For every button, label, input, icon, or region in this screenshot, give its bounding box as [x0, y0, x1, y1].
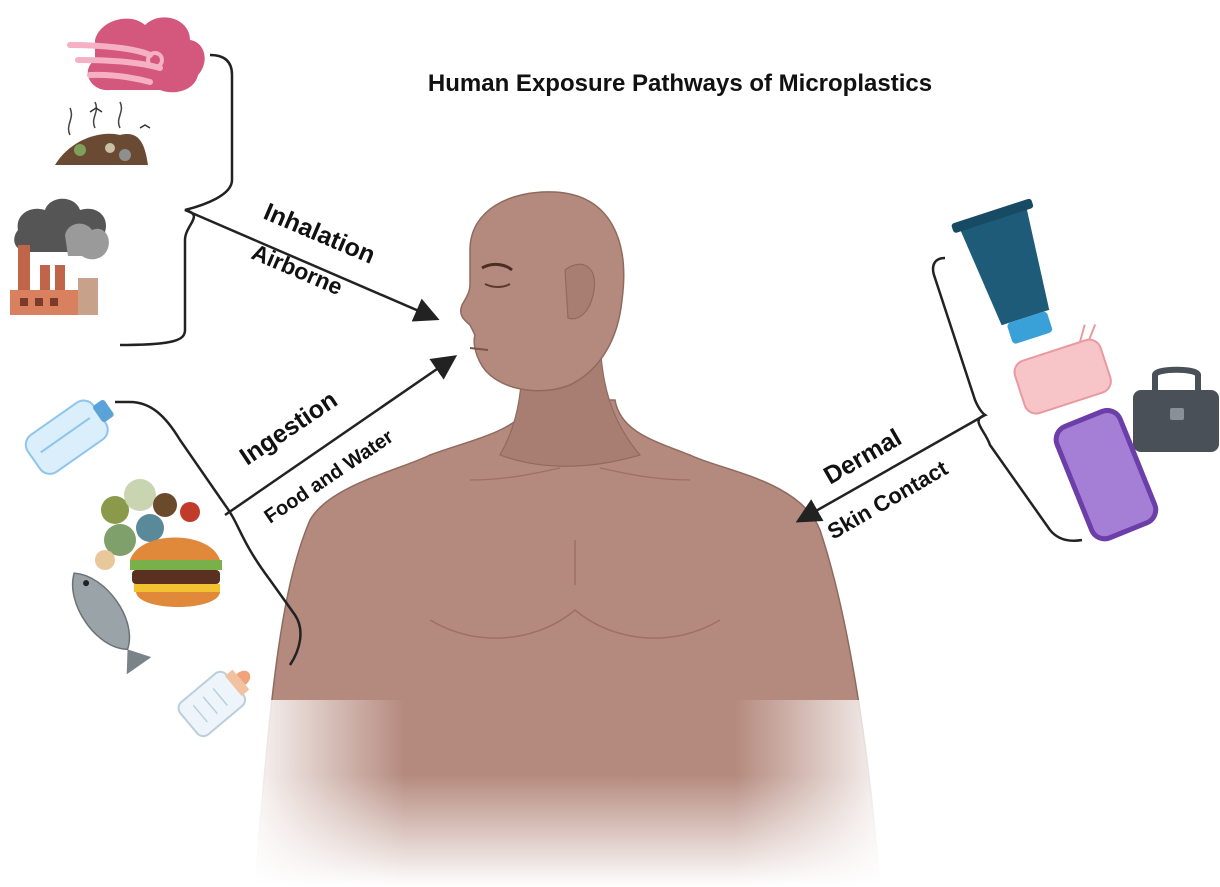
water-bottle-icon [21, 389, 122, 479]
factory-smoke-icon [10, 199, 109, 315]
human-head [461, 192, 624, 391]
human-figure [240, 192, 900, 887]
cosmetic-tube-icon [951, 198, 1072, 351]
burger-icon [130, 538, 222, 608]
toolbox-icon [1133, 370, 1219, 452]
landfill-waste-icon [55, 102, 150, 165]
air-pollution-cloud-icon [70, 17, 205, 92]
